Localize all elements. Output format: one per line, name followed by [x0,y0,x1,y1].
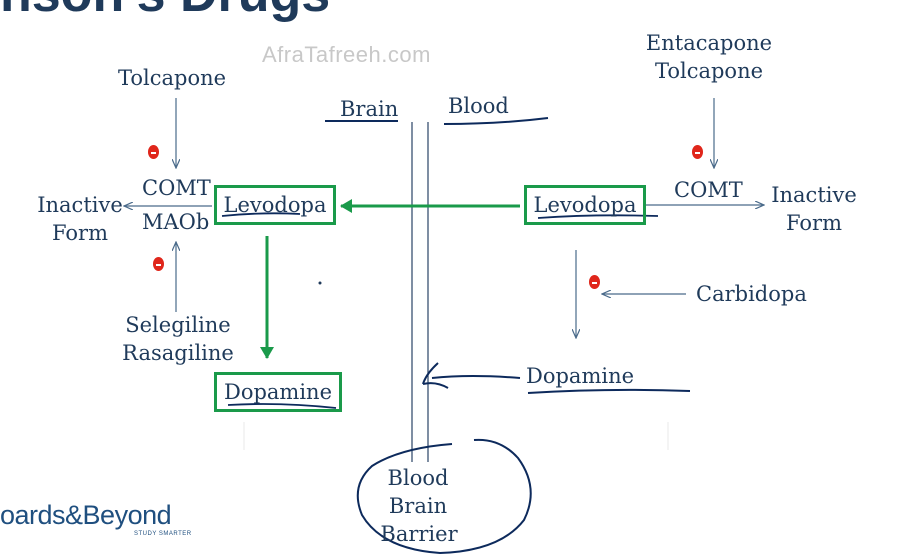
levodopa-brain-label: Levodopa [223,193,327,217]
levodopa-left-underline [221,212,301,217]
blocked-arrow-head [422,362,449,389]
levodopa-blood-label: Levodopa [533,193,637,217]
blocked-arrow [431,375,521,379]
dopamine-brain-label: Dopamine [223,380,333,404]
barrier-label-line3: Barrier [380,522,458,546]
barrier-label-line1: Blood [387,466,449,490]
inhibit-icon [692,145,703,159]
inactive-right-line2: Form [785,211,843,235]
levodopa-blood-box: Levodopa [524,185,646,225]
barrier-label-line2: Brain [388,494,448,518]
dopamine-right-underline [527,388,691,394]
brain-label: Brain [340,97,399,121]
inactive-left-line1: Inactive [37,193,123,217]
carbidopa-label: Carbidopa [696,282,807,306]
inhibit-icon [153,257,164,271]
dopamine-blood-label: Dopamine [526,364,635,388]
comt-right-label: COMT [674,178,743,202]
watermark: AfraTafreeh.com [262,42,431,67]
selegiline-label: Selegiline [125,313,231,337]
tolcapone-right-label: Tolcapone [654,59,764,83]
rasagiline-label: Rasagiline [122,341,234,365]
dopamine-brain-box: Dopamine [214,372,342,412]
levodopa-brain-box: Levodopa [214,185,336,225]
inactive-left-line2: Form [51,221,109,245]
barrier-circle [356,438,532,555]
inhibit-icon [148,145,159,159]
dopamine-left-underline [227,403,337,409]
stray-dot [318,281,322,285]
inhibit-icon [589,275,600,289]
entacapone-label: Entacapone [645,31,773,55]
tolcapone-left-label: Tolcapone [118,66,227,90]
inactive-right-line1: Inactive [771,183,857,207]
slide-title-fragment: nson's Drugs [0,0,330,24]
maob-label: MAOb [142,210,210,234]
brand-tagline: STUDY SMARTER [134,531,192,537]
blood-label: Blood [448,94,509,118]
blood-underline [443,117,549,125]
comt-left-label: COMT [142,176,211,200]
brand-logo: oards&Beyond [0,500,172,530]
